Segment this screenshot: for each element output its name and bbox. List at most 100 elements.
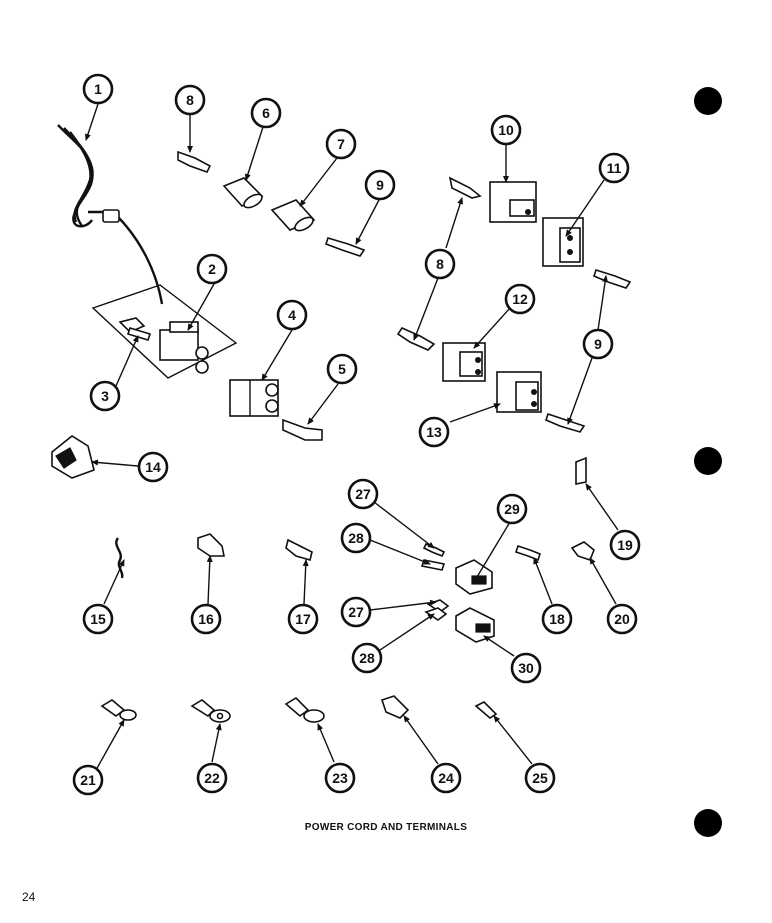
housing-30 [455,607,495,643]
terminal-5 [282,418,323,441]
power-cord-part [57,124,164,305]
callout-7: 7 [325,128,357,160]
svg-text:21: 21 [80,772,96,788]
callout-9-mid: 9 [582,328,614,360]
callout-18: 18 [541,603,573,635]
svg-text:7: 7 [337,136,345,152]
terminal-16 [197,533,225,557]
svg-text:27: 27 [355,486,371,502]
svg-text:2: 2 [208,261,216,277]
leader-lines [85,103,619,771]
terminal-8-top [177,150,212,173]
svg-text:9: 9 [376,177,384,193]
binder-hole-middle [694,447,722,475]
binder-hole-bottom [694,809,722,837]
svg-text:29: 29 [504,501,520,517]
svg-text:1: 1 [94,81,102,97]
callout-20: 20 [606,603,638,635]
svg-text:18: 18 [549,611,565,627]
callout-25: 25 [524,762,556,794]
terminal-17 [285,538,313,561]
callout-30: 30 [510,652,542,684]
svg-text:6: 6 [262,105,270,121]
callout-13: 13 [418,416,450,448]
connector-4 [229,379,279,417]
svg-text:28: 28 [359,650,375,666]
callout-24: 24 [430,762,462,794]
ring-terminal-21 [100,699,137,721]
svg-text:17: 17 [295,611,311,627]
svg-text:22: 22 [204,770,220,786]
callout-15: 15 [82,603,114,635]
callout-6: 6 [250,97,282,129]
svg-text:28: 28 [348,530,364,546]
ring-terminal-23 [284,696,325,723]
svg-text:24: 24 [438,770,454,786]
callout-8-mid: 8 [424,248,456,280]
sleeve-7 [270,199,316,232]
callout-3: 3 [89,380,121,412]
svg-text:12: 12 [512,291,528,307]
terminal-20 [570,541,595,561]
svg-text:15: 15 [90,611,106,627]
svg-text:20: 20 [614,611,630,627]
connector-11 [542,217,632,289]
svg-text:4: 4 [288,307,296,323]
svg-text:8: 8 [186,92,194,108]
page-number: 24 [22,890,36,904]
callout-22: 22 [196,762,228,794]
sleeve-6 [222,177,264,209]
svg-text:19: 19 [617,537,633,553]
svg-text:16: 16 [198,611,214,627]
callout-27-bottom: 27 [340,596,372,628]
callout-17: 17 [287,603,319,635]
terminal-19 [575,456,587,485]
connector-12 [396,326,486,382]
terminal-9-top [324,237,366,257]
terminal-25 [474,701,498,720]
svg-text:27: 27 [348,604,364,620]
svg-text:30: 30 [518,660,534,676]
housing-29 [455,559,493,595]
callout-23: 23 [324,762,356,794]
svg-text:23: 23 [332,770,348,786]
ring-terminal-22 [190,699,231,723]
terminal-18 [514,544,541,562]
svg-text:5: 5 [338,361,346,377]
callout-19: 19 [609,529,641,561]
callout-16: 16 [190,603,222,635]
callout-10: 10 [490,114,522,146]
connector-13 [496,371,586,433]
svg-text:3: 3 [101,388,109,404]
callout-8-top: 8 [174,84,206,116]
callout-12: 12 [504,283,536,315]
callout-11: 11 [598,152,630,184]
callout-4: 4 [276,299,308,331]
svg-text:8: 8 [436,256,444,272]
connector-kit-box [91,284,238,379]
svg-text:25: 25 [532,770,548,786]
callout-14: 14 [137,451,169,483]
callout-28-top: 28 [340,522,372,554]
callout-28-bottom: 28 [351,642,383,674]
diagram-caption: POWER CORD AND TERMINALS [304,822,468,833]
callout-9-top: 9 [364,169,396,201]
terminals-27-28 [420,542,450,621]
callout-21: 21 [72,764,104,796]
callout-27-top: 27 [347,478,379,510]
svg-text:9: 9 [594,336,602,352]
callout-29: 29 [496,493,528,525]
connector-10 [448,176,537,223]
svg-text:11: 11 [607,160,622,176]
svg-text:10: 10 [498,122,514,138]
callout-1: 1 [82,73,114,105]
binder-hole-top [694,87,722,115]
svg-text:14: 14 [145,459,161,475]
clip-14 [51,435,95,479]
callout-2: 2 [196,253,228,285]
callouts: 1 8 6 7 9 10 11 2 3 4 5 8 12 9 13 14 27 … [72,73,641,796]
callout-5: 5 [326,353,358,385]
svg-text:13: 13 [426,424,442,440]
terminal-24 [380,695,410,719]
